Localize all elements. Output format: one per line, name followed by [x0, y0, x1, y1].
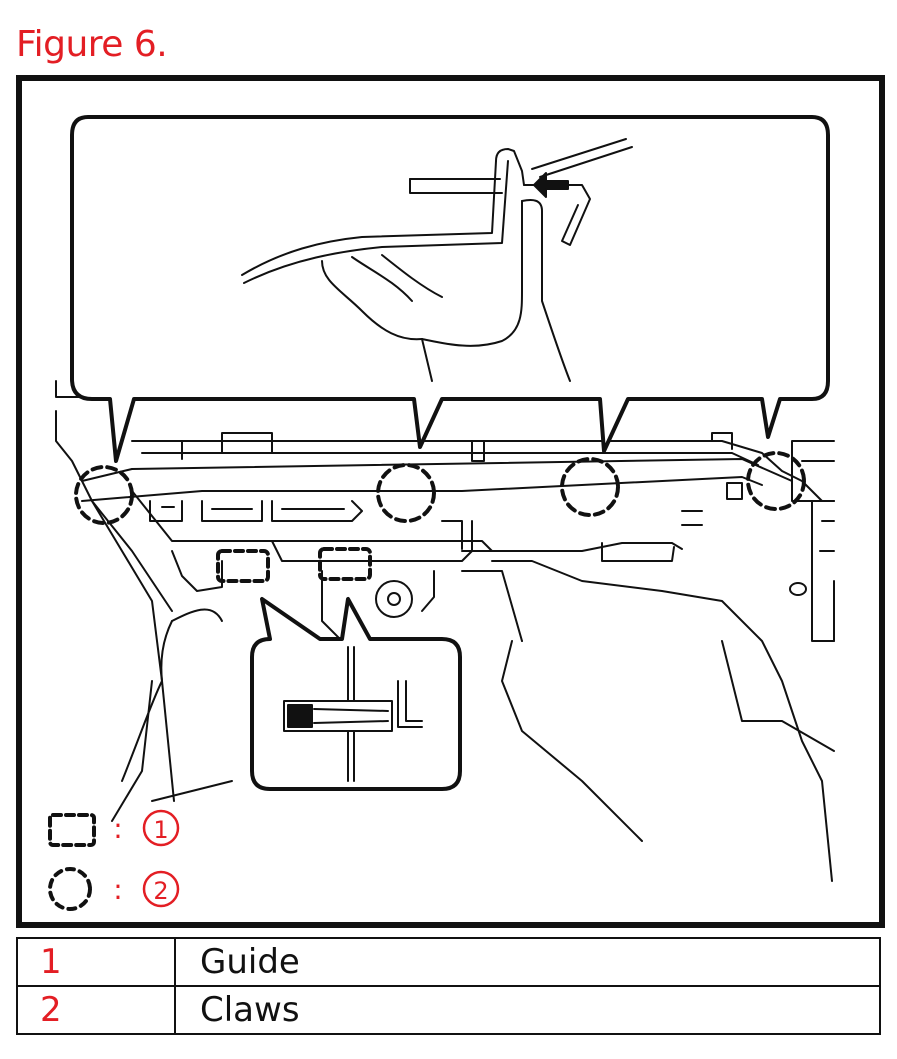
number-circle-1-icon — [142, 809, 180, 847]
legend-table: 1 Guide 2 Claws — [16, 937, 881, 1035]
legend-number-1: 1 — [153, 816, 168, 844]
legend-row-number: 1 — [16, 937, 176, 987]
table-row: 1 Guide — [16, 937, 881, 987]
claw-marker-1 — [74, 465, 134, 525]
guide-marker-2 — [318, 547, 372, 581]
table-row: 2 Claws — [16, 985, 881, 1035]
left-hand-drawing — [121, 608, 223, 782]
guide-markers — [216, 547, 372, 583]
legend-separator-2: : — [113, 873, 122, 906]
claw-marker-2 — [376, 463, 436, 523]
claw-marker-3 — [560, 457, 620, 517]
number-circle-2-icon — [142, 870, 180, 908]
detail-callout-bubble — [250, 597, 462, 791]
figure-title: Figure 6. — [16, 24, 168, 65]
claw-marker-4 — [746, 451, 806, 511]
claw-markers — [74, 451, 806, 525]
legend-symbols — [48, 809, 180, 911]
top-callout-bubble — [70, 115, 830, 463]
dashed-rectangle-icon — [48, 813, 96, 847]
guide-marker-1 — [216, 549, 270, 583]
legend-separator-1: : — [113, 812, 122, 845]
dashed-circle-icon — [48, 867, 92, 911]
legend-number-2: 2 — [153, 877, 168, 905]
illustration-frame: : 1 : 2 — [16, 75, 885, 928]
glove-box-panel-drawing — [55, 380, 835, 882]
legend-row-label: Claws — [174, 985, 881, 1035]
legend-row-label: Guide — [174, 937, 881, 987]
legend-row-number: 2 — [16, 985, 176, 1035]
installation-diagram: : 1 : 2 — [48, 115, 835, 911]
